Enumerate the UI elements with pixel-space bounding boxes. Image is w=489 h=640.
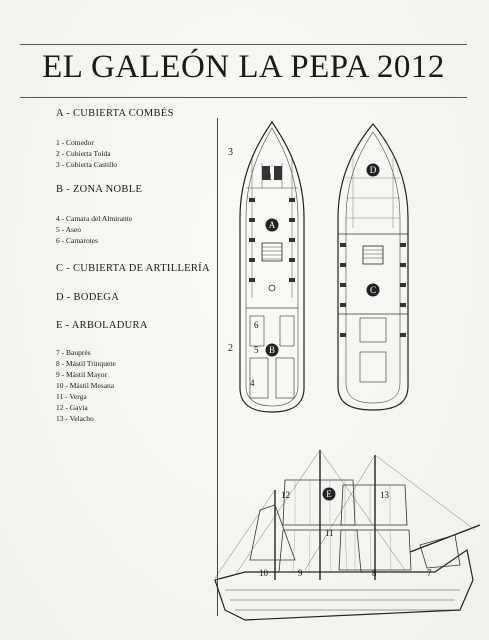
ship-num-7: 7 (427, 568, 432, 578)
legend-item-10: 10 - Mástil Mesana (56, 381, 115, 390)
legend-item-6: 6 - Camarotes (56, 236, 99, 245)
ship-num-8: 8 (372, 568, 377, 578)
badge-d: D (370, 165, 377, 175)
badge-c: C (370, 285, 376, 295)
ship-num-10: 10 (259, 568, 269, 578)
ship-num-12: 12 (281, 490, 290, 500)
legend-item-9: 9 - Mástil Mayor (56, 370, 108, 379)
legend-item-11: 11 - Verga (56, 392, 87, 401)
callout-3: 3 (228, 147, 233, 158)
badge-e: E (326, 489, 332, 499)
badge-a: A (269, 220, 276, 230)
ship-num-9: 9 (298, 568, 303, 578)
ship-num-13: 13 (380, 490, 390, 500)
title-banner: EL GALEÓN LA PEPA 2012 (20, 44, 467, 98)
legend-item-2: 2 - Cubierta Tolda (56, 149, 111, 158)
callout-2: 2 (228, 343, 233, 354)
divider-line (217, 118, 218, 616)
legend-item-4: 4 - Camara del Almirante (56, 214, 133, 223)
section-c-heading: C - CUBIERTA DE ARTILLERÍA (56, 263, 210, 274)
badge-b: B (269, 345, 275, 355)
legend-item-3: 3 - Cubierta Castillo (56, 160, 118, 169)
plan-num-6: 6 (254, 320, 259, 330)
legend-item-13: 13 - Velacho (56, 414, 94, 423)
plan-num-5: 5 (254, 345, 259, 355)
section-e-heading: E - ARBOLADURA (56, 320, 148, 331)
legend-item-12: 12 - Gavia (56, 403, 88, 412)
section-b-heading: B - ZONA NOBLE (56, 184, 143, 195)
plan-num-4: 4 (250, 378, 255, 388)
deck-plan-upper: A B 1 6 5 4 (239, 120, 305, 413)
section-a-heading: A - CUBIERTA COMBÉS (56, 108, 174, 119)
section-d-heading: D - BODEGA (56, 292, 120, 303)
ship-num-11: 11 (325, 528, 334, 538)
deck-plan-lower: D C (337, 123, 409, 411)
legend-item-5: 5 - Aseo (56, 225, 81, 234)
legend-item-8: 8 - Mástil Trinquete (56, 359, 116, 368)
legend-item-1: 1 - Comedor (56, 138, 94, 147)
ship-elevation: E 12 13 11 10 9 8 7 (214, 449, 481, 621)
legend-item-7: 7 - Bauprés (56, 348, 91, 357)
page-title: EL GALEÓN LA PEPA 2012 (42, 49, 445, 85)
plan-num-1: 1 (268, 172, 273, 182)
